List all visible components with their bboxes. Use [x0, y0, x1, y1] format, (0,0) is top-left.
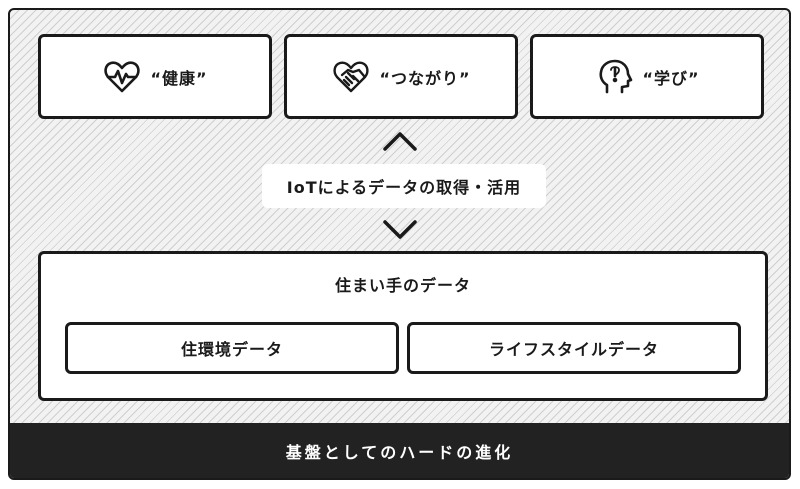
value-label-connection: “つながり”: [379, 68, 471, 88]
hardware-foundation-bar: 基盤としてのハードの進化: [10, 423, 789, 478]
heart-pulse-icon: [102, 57, 142, 97]
value-box-health: “健康”: [38, 34, 272, 119]
heart-handshake-icon: [331, 57, 371, 97]
lifestyle-data-box: ライフスタイルデータ: [407, 322, 741, 374]
value-box-connection: “つながり”: [284, 34, 518, 119]
value-label-health: “健康”: [150, 68, 208, 88]
chevron-up-icon: [382, 130, 418, 152]
value-box-learning: “学び”: [530, 34, 764, 119]
living-environment-data-label: 住環境データ: [180, 340, 283, 359]
chevron-down-icon: [382, 219, 418, 241]
lifestyle-data-label: ライフスタイルデータ: [488, 340, 659, 359]
head-idea-icon: [594, 57, 634, 97]
iot-data-text: IoTによるデータの取得・活用: [286, 178, 522, 197]
resident-data-box: 住まい手のデータ 住環境データ ライフスタイルデータ: [38, 251, 768, 401]
hardware-foundation-label: 基盤としてのハードの進化: [285, 442, 514, 462]
value-label-learning: “学び”: [642, 68, 700, 88]
resident-data-title: 住まい手のデータ: [334, 276, 471, 295]
living-environment-data-box: 住環境データ: [65, 322, 399, 374]
diagram-frame: “健康” “つながり” “学び” IoTによるデータ: [8, 8, 791, 480]
iot-data-label: IoTによるデータの取得・活用: [262, 164, 546, 208]
